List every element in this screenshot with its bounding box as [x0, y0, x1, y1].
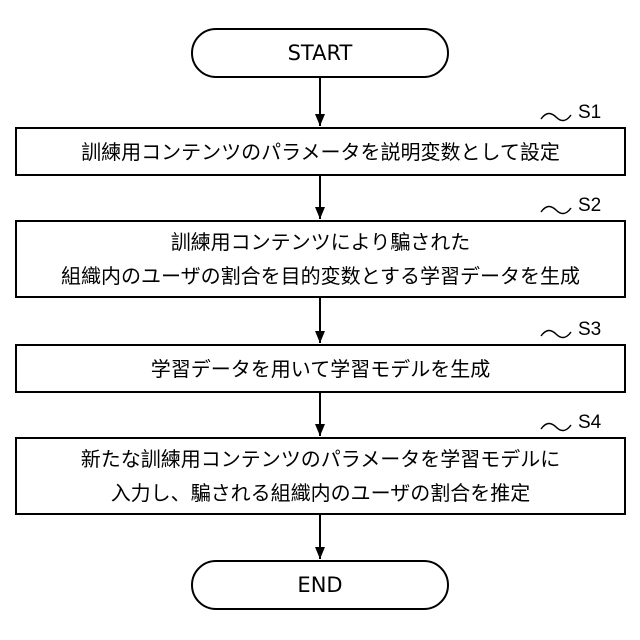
arrowhead-s1-to-s2	[315, 207, 325, 219]
start-terminal: START	[191, 28, 449, 78]
process-step-s4: 新たな訓練用コンテンツのパラメータを学習モデルに 入力し、騙される組織内のユーザ…	[15, 437, 626, 515]
start-label: START	[288, 41, 353, 65]
step-s2-text-line-2: 組織内のユーザの割合を目的変数とする学習データを生成	[61, 259, 580, 293]
step-label-s3: S3	[578, 319, 601, 341]
process-step-s3: 学習データを用いて学習モデルを生成	[15, 344, 626, 393]
arrowhead-s3-to-s4	[315, 424, 325, 436]
step-s1-text: 訓練用コンテンツのパラメータを説明変数として設定	[81, 135, 560, 169]
arrowhead-s2-to-s3	[315, 331, 325, 343]
leader-tilde-s3	[541, 330, 571, 337]
step-label-s2: S2	[578, 195, 601, 217]
step-s4-text-line-2: 入力し、騙される組織内のユーザの割合を推定	[111, 476, 531, 510]
end-label: END	[297, 573, 342, 597]
step-s4-text-line-1: 新たな訓練用コンテンツのパラメータを学習モデルに	[81, 442, 560, 476]
end-terminal: END	[191, 560, 449, 610]
leader-tilde-s1	[541, 113, 571, 120]
leader-tilde-s2	[541, 206, 571, 213]
arrowhead-s4-to-end	[315, 547, 325, 559]
step-s2-text-line-1: 訓練用コンテンツにより騙された	[171, 225, 471, 259]
leader-tilde-s4	[541, 423, 571, 430]
process-step-s2: 訓練用コンテンツにより騙された 組織内のユーザの割合を目的変数とする学習データを…	[15, 220, 626, 298]
process-step-s1: 訓練用コンテンツのパラメータを説明変数として設定	[15, 127, 626, 176]
step-label-s4: S4	[578, 412, 601, 434]
step-s3-text: 学習データを用いて学習モデルを生成	[151, 352, 490, 386]
arrowhead-start-to-s1	[315, 114, 325, 126]
step-label-s1: S1	[578, 102, 601, 124]
